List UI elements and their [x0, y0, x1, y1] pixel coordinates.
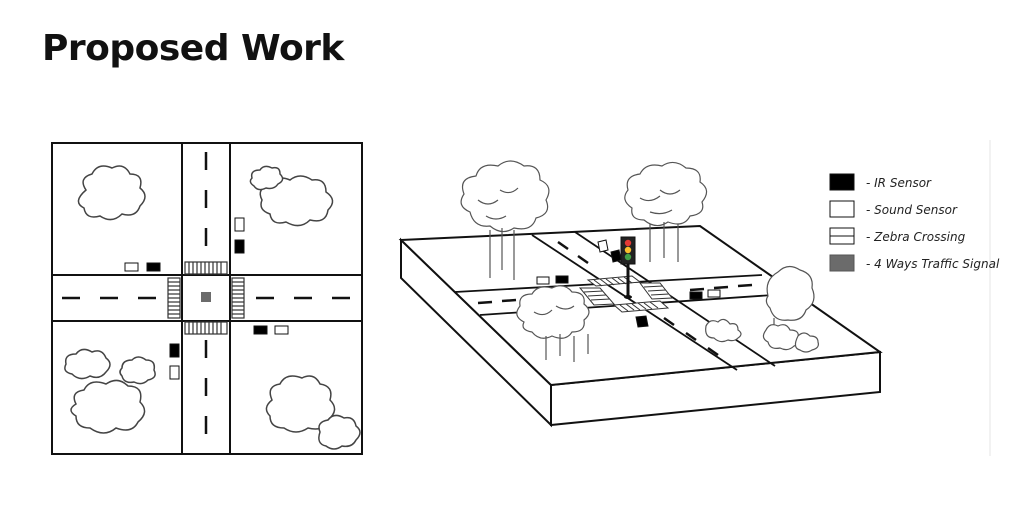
- traffic-light-icon: [620, 236, 636, 299]
- sound-sensor-north: [234, 217, 245, 232]
- sound-sensor-swatch: [829, 200, 855, 218]
- ir-sensor-east: [253, 325, 268, 335]
- ir-sensor-3d-3: [689, 291, 703, 300]
- bush-top-right-small: [249, 165, 284, 191]
- bush-bottom-left-2: [119, 356, 156, 385]
- bush-bottom-left-1: [64, 348, 111, 380]
- legend-item-ir-sensor: - IR Sensor: [829, 173, 932, 191]
- bushes-right: [705, 318, 819, 353]
- top-view-lane-markings: [62, 152, 350, 434]
- tree-front: [516, 285, 590, 362]
- tree-back-right: [624, 161, 708, 262]
- sound-sensor-3d-2: [536, 276, 550, 285]
- perspective-lane-markings: [477, 240, 753, 357]
- sound-sensor-3d-1: [597, 239, 609, 253]
- sound-sensor-south: [169, 365, 180, 380]
- legend-label-zebra-crossing: - Zebra Crossing: [866, 230, 966, 244]
- bush-top-left: [77, 165, 146, 221]
- perspective-zebra-crossings: [578, 275, 674, 313]
- ir-sensor-3d-1: [610, 249, 622, 263]
- top-view-intersection: [51, 142, 363, 455]
- traffic-signal-swatch: [829, 254, 855, 272]
- ir-sensor-west: [146, 262, 161, 272]
- legend-item-sound-sensor: - Sound Sensor: [829, 200, 958, 218]
- bush-bottom-left-3: [70, 379, 146, 434]
- sound-sensor-west: [124, 262, 139, 272]
- legend: - IR Sensor - Sound Sensor - Zebra Cross…: [829, 173, 1000, 272]
- sound-sensor-east: [274, 325, 289, 335]
- legend-item-zebra-crossing: - Zebra Crossing: [829, 227, 966, 245]
- ir-sensor-north: [234, 239, 245, 254]
- bush-bottom-right-2: [318, 414, 361, 450]
- top-view-sensors: [124, 217, 289, 380]
- bush-bottom-right-1: [265, 375, 336, 433]
- page-title: Proposed Work: [42, 28, 344, 69]
- sound-sensor-3d-3: [707, 289, 721, 298]
- legend-item-traffic-signal: - 4 Ways Traffic Signal: [829, 254, 1000, 272]
- perspective-sensors: [536, 239, 721, 328]
- ir-sensor-3d-4: [635, 315, 649, 328]
- legend-label-ir-sensor: - IR Sensor: [866, 176, 932, 190]
- legend-label-traffic-signal: - 4 Ways Traffic Signal: [866, 257, 1000, 271]
- perspective-trees: [460, 160, 819, 362]
- top-view-zebra-crossings: [167, 261, 245, 335]
- ir-sensor-swatch: [829, 173, 855, 191]
- ir-sensor-3d-2: [555, 275, 569, 284]
- ir-sensor-south: [169, 343, 180, 358]
- top-view-traffic-signal: [201, 292, 211, 302]
- top-view-bushes: [64, 165, 361, 450]
- tree-back-left: [460, 160, 550, 280]
- legend-label-sound-sensor: - Sound Sensor: [866, 203, 958, 217]
